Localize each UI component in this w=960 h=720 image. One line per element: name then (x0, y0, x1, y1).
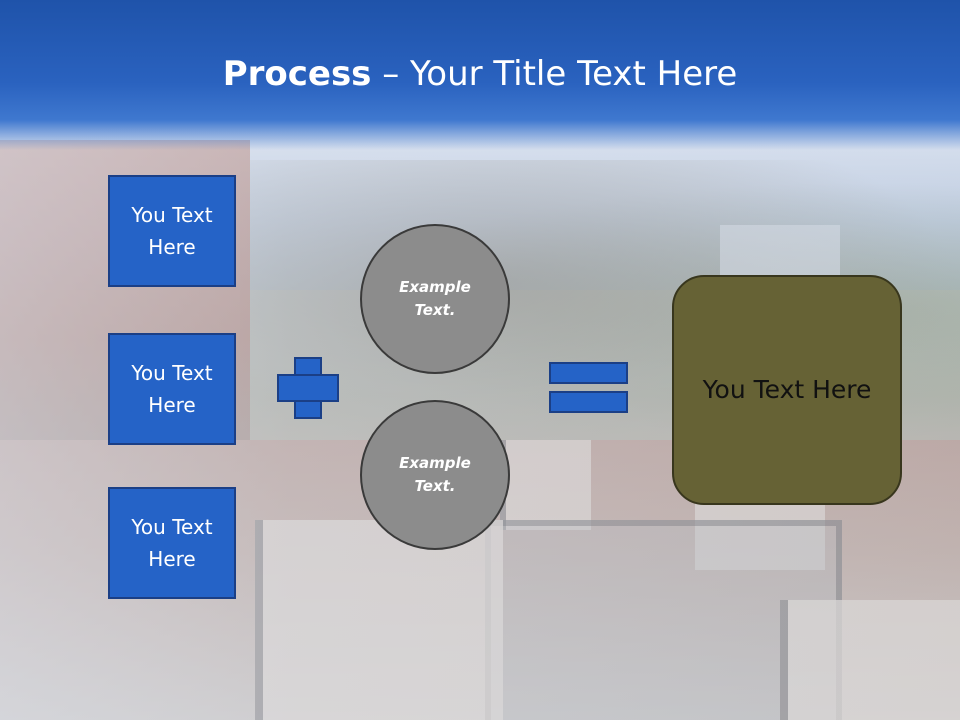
slide-title-rest: – Your Title Text Here (371, 54, 738, 94)
text-box-1[interactable]: You Text Here (108, 175, 236, 287)
result-label: You Text Here (702, 375, 872, 404)
text-box-label: You Text Here (131, 203, 213, 259)
circle-label: Example Text. (399, 278, 471, 319)
example-circle-2[interactable]: Example Text. (360, 400, 510, 550)
text-box-label: You Text Here (131, 515, 213, 571)
title-banner (0, 0, 960, 150)
slide-title-bold: Process (222, 54, 372, 94)
text-box-3[interactable]: You Text Here (108, 487, 236, 599)
plus-icon-center (296, 376, 320, 400)
result-box[interactable]: You Text Here (672, 275, 902, 505)
slide-title[interactable]: Process – Your Title Text Here (0, 52, 960, 96)
text-box-label: You Text Here (131, 361, 213, 417)
equals-icon-top-bar (549, 362, 628, 384)
equals-icon-bottom-bar (549, 391, 628, 413)
example-circle-1[interactable]: Example Text. (360, 224, 510, 374)
circle-label: Example Text. (399, 454, 471, 495)
text-box-2[interactable]: You Text Here (108, 333, 236, 445)
